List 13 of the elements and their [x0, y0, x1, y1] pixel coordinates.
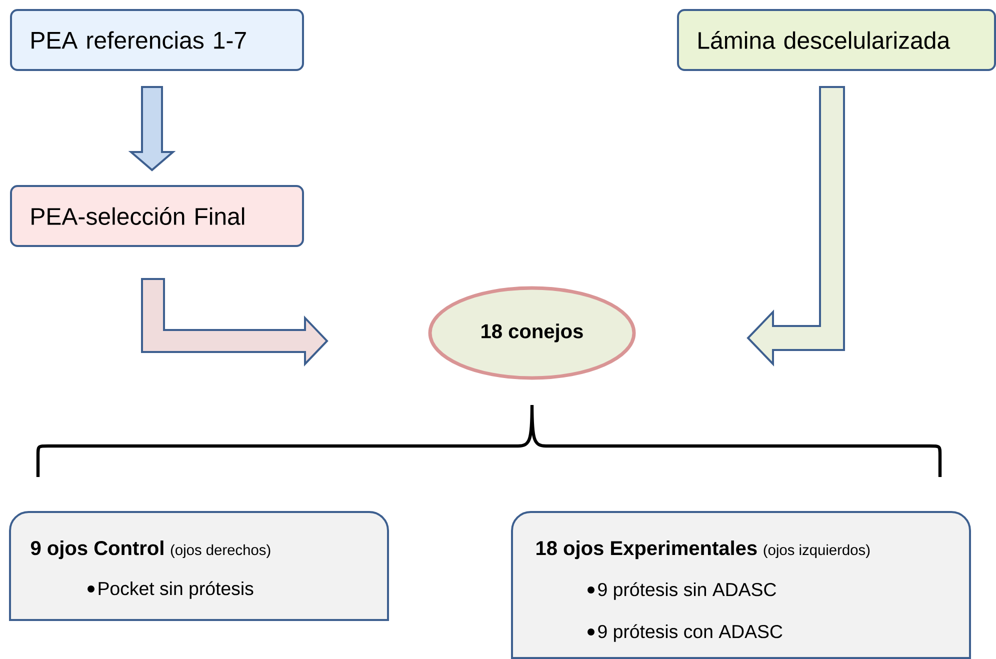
process-box: PEA referencias 1-7	[10, 9, 304, 71]
block-arrow	[141, 278, 328, 366]
panel-heading: 18 ojos Experimentales (ojos izquierdos)	[536, 540, 870, 560]
block-arrow	[746, 86, 845, 366]
panel-box	[511, 511, 971, 659]
process-box: Lámina descelularizada	[677, 9, 996, 71]
panel-heading: 9 ojos Control (ojos derechos)	[30, 540, 270, 560]
block-arrow	[128, 86, 176, 172]
process-box: PEA-selección Final	[10, 185, 304, 247]
bullet-item: Pocket sin prótesis	[98, 581, 254, 599]
panel-box	[9, 511, 389, 621]
bullet-item: 9 prótesis con ADASC	[598, 624, 782, 642]
bullet-item: 9 prótesis sin ADASC	[598, 582, 776, 600]
